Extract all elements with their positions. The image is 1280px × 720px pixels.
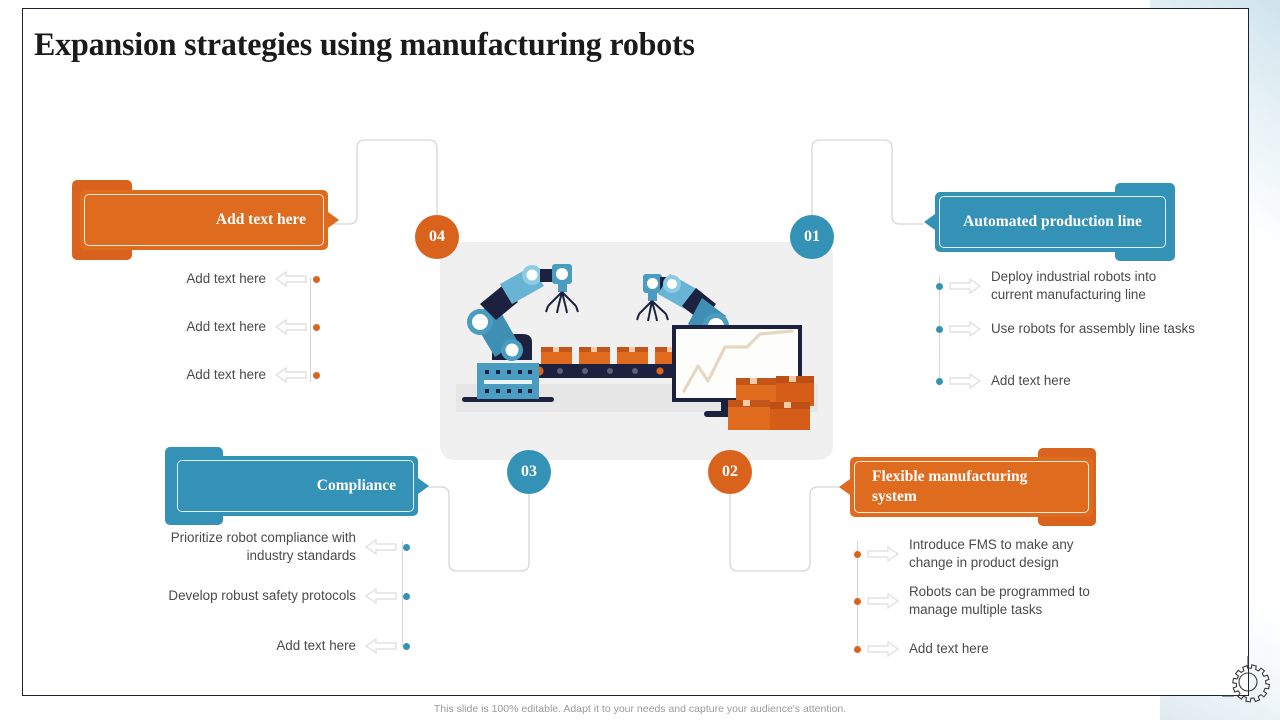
- bullet-dot: [403, 592, 410, 600]
- bullet-dot: [854, 597, 861, 605]
- list-item[interactable]: Add text here: [936, 372, 1226, 390]
- header-arrow: [839, 479, 850, 495]
- bullet-dot: [936, 377, 943, 385]
- header-box-top-right[interactable]: Automated production line: [923, 183, 1175, 261]
- arrow-left-icon: [364, 638, 397, 655]
- list-item[interactable]: Introduce FMS to make any change in prod…: [854, 536, 1144, 572]
- header-box-bottom-right[interactable]: Flexible manufacturing system: [839, 448, 1096, 526]
- list-item[interactable]: Prioritize robot compliance with industr…: [120, 529, 410, 565]
- arrow-left-icon: [274, 319, 307, 336]
- list-item[interactable]: Add text here: [130, 318, 320, 336]
- arrow-left-icon: [364, 588, 397, 605]
- bullet-dot: [403, 543, 410, 551]
- header-arrow: [924, 214, 935, 230]
- list-item[interactable]: Use robots for assembly line tasks: [936, 320, 1226, 338]
- bullet-guide-line: [857, 541, 859, 649]
- robotic-assembly-line-illustration: [440, 242, 833, 460]
- conveyor-belt: [532, 364, 692, 378]
- list-item[interactable]: Add text here: [130, 270, 320, 288]
- bullet-guide-line: [402, 541, 404, 647]
- bullet-text: Deploy industrial robots into current ma…: [991, 269, 1157, 303]
- bullet-text: Use robots for assembly line tasks: [991, 321, 1195, 336]
- footer-note: This slide is 100% editable. Adapt it to…: [433, 703, 847, 715]
- bullet-guide-line: [310, 278, 312, 382]
- header-arrow: [328, 212, 339, 228]
- bullet-dot: [313, 323, 320, 331]
- header-label: Flexible manufacturing system: [872, 468, 1028, 505]
- gear-icon: [1222, 656, 1271, 703]
- header-box-bottom-left[interactable]: Compliance: [165, 447, 429, 525]
- header-box-body[interactable]: Flexible manufacturing system: [850, 457, 1093, 517]
- page-title: Expansion strategies using manufacturing…: [34, 27, 695, 63]
- list-item[interactable]: Add text here: [130, 366, 320, 384]
- arrow-right-icon: [949, 278, 982, 295]
- bullet-text: Add text here: [186, 271, 266, 286]
- header-box-body[interactable]: Automated production line: [935, 192, 1170, 252]
- list-item[interactable]: Add text here: [120, 637, 410, 655]
- bullet-text: Prioritize robot compliance with industr…: [170, 530, 356, 564]
- step-number-03[interactable]: 03: [507, 450, 551, 494]
- arrow-right-icon: [949, 373, 982, 390]
- bullet-dot: [313, 275, 320, 283]
- robot-arm-left: [462, 264, 579, 402]
- bullet-text: Add text here: [991, 373, 1071, 388]
- boxes-on-conveyor: [541, 347, 686, 364]
- bullet-text: Add text here: [276, 638, 356, 653]
- arrow-right-icon: [867, 546, 900, 563]
- step-number-label: 04: [429, 228, 445, 245]
- bullet-dot: [403, 642, 410, 650]
- bullet-text: Add text here: [186, 319, 266, 334]
- bullet-dot: [313, 371, 320, 379]
- list-item[interactable]: Deploy industrial robots into current ma…: [936, 268, 1226, 304]
- bullet-dot: [854, 645, 861, 653]
- step-number-label: 02: [722, 463, 738, 480]
- step-number-01[interactable]: 01: [790, 215, 834, 259]
- header-arrow: [418, 478, 429, 494]
- header-label: Compliance: [316, 477, 396, 495]
- header-box-body[interactable]: Add text here: [80, 190, 328, 250]
- step-number-04[interactable]: 04: [415, 215, 459, 259]
- header-box-top-left[interactable]: Add text here: [72, 180, 339, 260]
- arrow-left-icon: [274, 271, 307, 288]
- header-box-body[interactable]: Compliance: [173, 456, 418, 516]
- bullet-text: Robots can be programmed to manage multi…: [909, 584, 1090, 618]
- arrow-right-icon: [867, 593, 900, 610]
- arrow-right-icon: [949, 321, 982, 338]
- list-item[interactable]: Develop robust safety protocols: [120, 587, 410, 605]
- bullet-dot: [854, 550, 861, 558]
- bullet-text: Add text here: [909, 641, 989, 656]
- header-label: Automated production line: [963, 213, 1142, 231]
- bullet-dot: [936, 282, 943, 290]
- step-number-02[interactable]: 02: [708, 450, 752, 494]
- list-item[interactable]: Robots can be programmed to manage multi…: [854, 583, 1144, 619]
- arrow-left-icon: [364, 539, 397, 556]
- bullet-text: Add text here: [186, 367, 266, 382]
- bullet-text: Introduce FMS to make any change in prod…: [909, 537, 1074, 571]
- arrow-left-icon: [274, 367, 307, 384]
- bullet-dot: [936, 325, 943, 333]
- stacked-boxes: [728, 376, 814, 430]
- arrow-right-icon: [867, 641, 900, 658]
- bullet-text: Develop robust safety protocols: [168, 588, 356, 603]
- list-item[interactable]: Add text here: [854, 640, 1144, 658]
- step-number-label: 01: [804, 228, 820, 245]
- step-number-label: 03: [521, 463, 537, 480]
- header-label: Add text here: [215, 211, 306, 229]
